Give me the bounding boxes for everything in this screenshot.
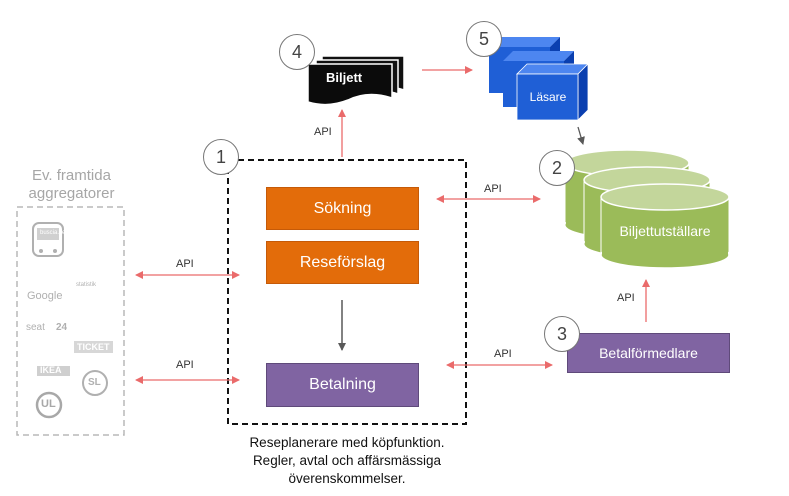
buscia-logo: buscia.se <box>40 230 66 236</box>
step-number-3: 3 <box>544 316 580 352</box>
payment-box: Betalning <box>266 363 419 407</box>
step-number-1: 1 <box>203 139 239 175</box>
step-number-5: 5 <box>466 21 502 57</box>
core-frame <box>227 159 467 425</box>
seat24-logo: 24 <box>56 322 68 333</box>
step-number-2: 2 <box>539 150 575 186</box>
aggregator-logo-shapes <box>32 222 108 419</box>
ul-logo: UL <box>41 398 56 410</box>
ikea-logo: IKEA <box>40 365 62 375</box>
arrow-reader-to-issuer <box>577 126 585 145</box>
reader-label: Läsare <box>529 90 567 104</box>
ticket-logo: TICKET <box>74 341 113 353</box>
sl-logo: SL <box>88 377 101 388</box>
core-caption-line1: Reseplanerare med köpfunktion. <box>249 435 445 450</box>
api-label-agg-payment: API <box>176 359 194 371</box>
statistik-logo: statistik <box>76 282 97 288</box>
ticket-stack <box>307 55 405 106</box>
seat-logo: seat <box>26 322 45 333</box>
aggregators-title-line2: aggregatorer <box>28 185 115 202</box>
google-logo: Google <box>27 290 63 302</box>
aggregators-title: Ev. framtida aggregatorer <box>14 167 129 203</box>
search-box: Sökning <box>266 187 419 230</box>
core-caption: Reseplanerare med köpfunktion. Regler, a… <box>222 434 472 488</box>
api-label-ticket: API <box>314 126 332 138</box>
issuer-cylinders <box>564 149 730 269</box>
issuer-label: Biljettutställare <box>619 223 711 239</box>
aggregators-title-line1: Ev. framtida <box>32 167 111 184</box>
core-caption-line2: Regler, avtal och affärsmässiga <box>252 453 442 468</box>
api-label-provider-issuer: API <box>617 292 635 304</box>
payment-provider-box: Betalförmedlare <box>567 333 730 373</box>
api-label-provider: API <box>494 348 512 360</box>
ticket-label: Biljett <box>326 70 363 85</box>
core-caption-line3: överenskommelser. <box>288 471 406 486</box>
aggregators-frame <box>16 206 125 436</box>
api-label-agg-search: API <box>176 258 194 270</box>
proposal-box: Reseförslag <box>266 241 419 284</box>
reader-stack <box>489 37 589 121</box>
api-label-issuer: API <box>484 183 502 195</box>
step-number-4: 4 <box>279 34 315 70</box>
